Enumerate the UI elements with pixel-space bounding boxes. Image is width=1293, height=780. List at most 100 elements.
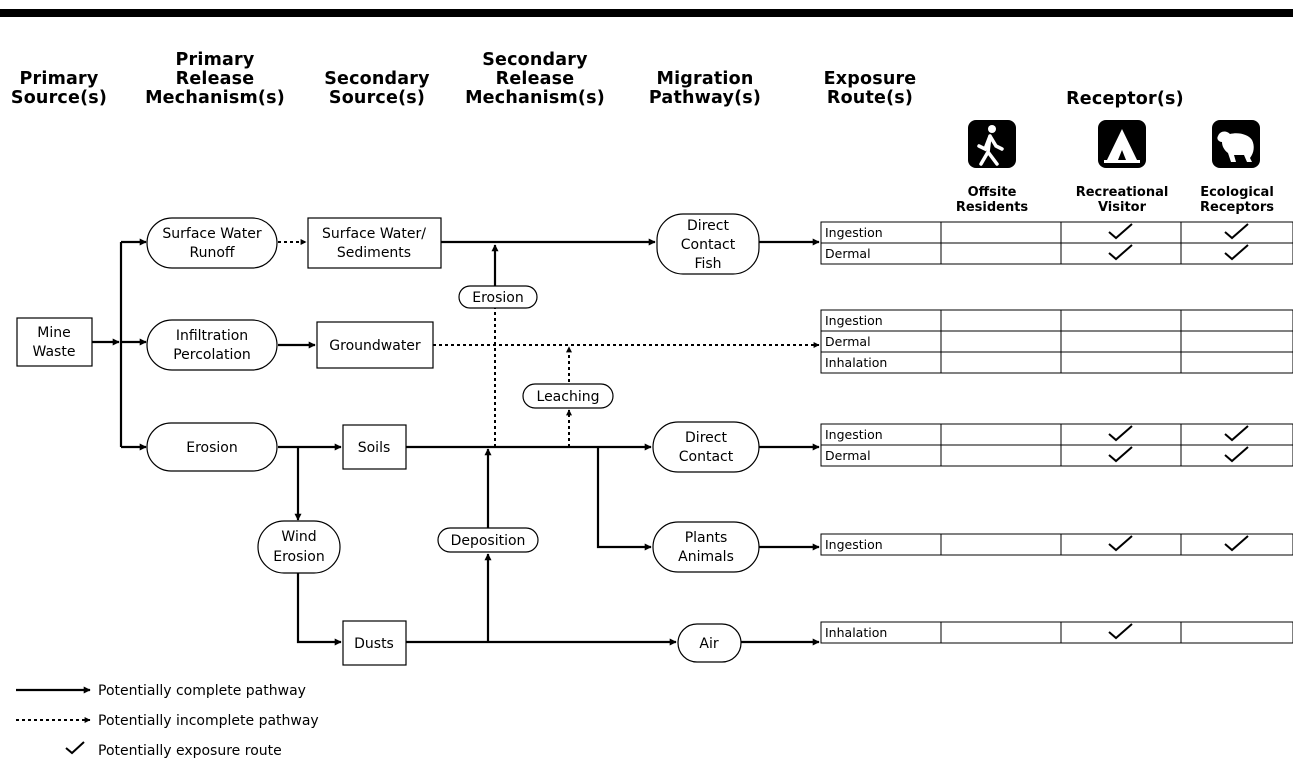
node-label: Erosion	[472, 290, 523, 306]
direct-contact-fish-node	[656, 213, 760, 275]
node-label: Sediments	[337, 245, 411, 261]
check-mark-icon	[1224, 223, 1249, 240]
check-mark-icon	[1224, 425, 1249, 442]
top-rule	[0, 9, 1293, 17]
secondary-erosion-node	[458, 285, 538, 309]
node-label: Dusts	[354, 636, 394, 652]
wind-erosion-node	[257, 520, 341, 574]
node-label: Runoff	[189, 245, 234, 261]
node-label: Animals	[678, 549, 734, 565]
route-name: Ingestion	[825, 537, 883, 552]
node-label: Deposition	[451, 533, 526, 549]
route-name: Inhalation	[825, 625, 887, 640]
check-mark-icon	[1108, 244, 1133, 261]
node-label: Wind	[281, 529, 316, 545]
route-name: Ingestion	[825, 427, 883, 442]
header-receptor: Receptor(s)	[1066, 89, 1184, 109]
check-mark-icon	[1108, 535, 1133, 552]
route-cell	[940, 309, 1062, 332]
receptor-name-line: Receptors	[1200, 200, 1274, 215]
route-name: Dermal	[825, 448, 871, 463]
legend-incomplete-label: Potentially incomplete pathway	[98, 713, 319, 729]
route-cell	[940, 621, 1062, 644]
exposure-route-table: IngestionDermalIngestionDermalInhalation…	[820, 221, 1293, 644]
tent-icon	[1098, 120, 1146, 168]
incomplete-pathways	[278, 239, 820, 447]
route-cell	[940, 330, 1062, 353]
node-label: Air	[699, 636, 718, 652]
node-label: Plants	[685, 530, 728, 546]
legend-check-mark-icon	[65, 741, 85, 755]
plants-animals-node	[652, 521, 760, 573]
air-node	[677, 623, 742, 663]
node-label: Direct	[687, 218, 729, 234]
route-cell	[940, 444, 1062, 467]
route-name: Dermal	[825, 334, 871, 349]
check-mark-icon	[1224, 244, 1249, 261]
receptor-name-line: Residents	[956, 200, 1029, 215]
node-label: Direct	[685, 430, 727, 446]
route-cell	[940, 351, 1062, 374]
node-label: Infiltration	[176, 328, 248, 344]
primary-erosion-node	[146, 422, 278, 472]
node-label: Waste	[33, 344, 76, 360]
route-cell	[1060, 330, 1182, 353]
node-label: Leaching	[537, 389, 600, 405]
route-cell	[940, 423, 1062, 446]
legend: Potentially complete pathway Potentially…	[16, 683, 319, 759]
walking-person-icon	[968, 120, 1016, 168]
route-name: Dermal	[825, 246, 871, 261]
route-cell	[940, 533, 1062, 556]
surface-water-sediments-box	[307, 217, 442, 269]
complete-pathways	[92, 238, 820, 646]
receptor-name-line: Offsite	[968, 185, 1017, 200]
node-label: Erosion	[186, 440, 237, 456]
node-label: Mine	[37, 325, 70, 341]
check-mark-icon	[1224, 535, 1249, 552]
route-name: Inhalation	[825, 355, 887, 370]
route-cell	[1060, 309, 1182, 332]
legend-exposure-label: Potentially exposure route	[98, 743, 282, 759]
node-label: Soils	[358, 440, 391, 456]
node-label: Surface Water	[162, 226, 261, 242]
soils-box	[342, 424, 407, 470]
route-cell	[1060, 351, 1182, 374]
route-cell	[940, 242, 1062, 265]
receptor-name-line: Ecological	[1200, 185, 1274, 200]
dusts-box	[342, 620, 407, 666]
node-label: Contact	[679, 449, 734, 465]
node-label: Fish	[694, 256, 721, 272]
direct-contact-node	[652, 421, 760, 473]
route-name: Ingestion	[825, 225, 883, 240]
route-cell	[1180, 330, 1293, 353]
route-cell	[1180, 351, 1293, 374]
leaching-node	[522, 383, 614, 409]
infiltration-percolation-node	[146, 319, 278, 371]
mountain-lion-icon	[1212, 120, 1260, 168]
check-mark-icon	[1108, 446, 1133, 463]
node-label: Percolation	[173, 347, 251, 363]
surface-water-runoff-node	[146, 217, 278, 269]
route-cell	[1180, 621, 1293, 644]
mine-waste-box	[16, 317, 93, 367]
node-label: Erosion	[273, 549, 324, 565]
check-mark-icon	[1108, 623, 1133, 640]
node-label: Contact	[681, 237, 736, 253]
receptor-name-line: Visitor	[1098, 200, 1147, 215]
node-label: Groundwater	[329, 338, 421, 354]
node-label: Surface Water/	[322, 226, 426, 242]
receptor-name-line: Recreational	[1076, 185, 1169, 200]
deposition-node	[437, 527, 539, 553]
route-cell	[940, 221, 1062, 244]
route-cell	[1180, 309, 1293, 332]
groundwater-box	[316, 321, 434, 369]
check-mark-icon	[1108, 425, 1133, 442]
check-mark-icon	[1108, 223, 1133, 240]
